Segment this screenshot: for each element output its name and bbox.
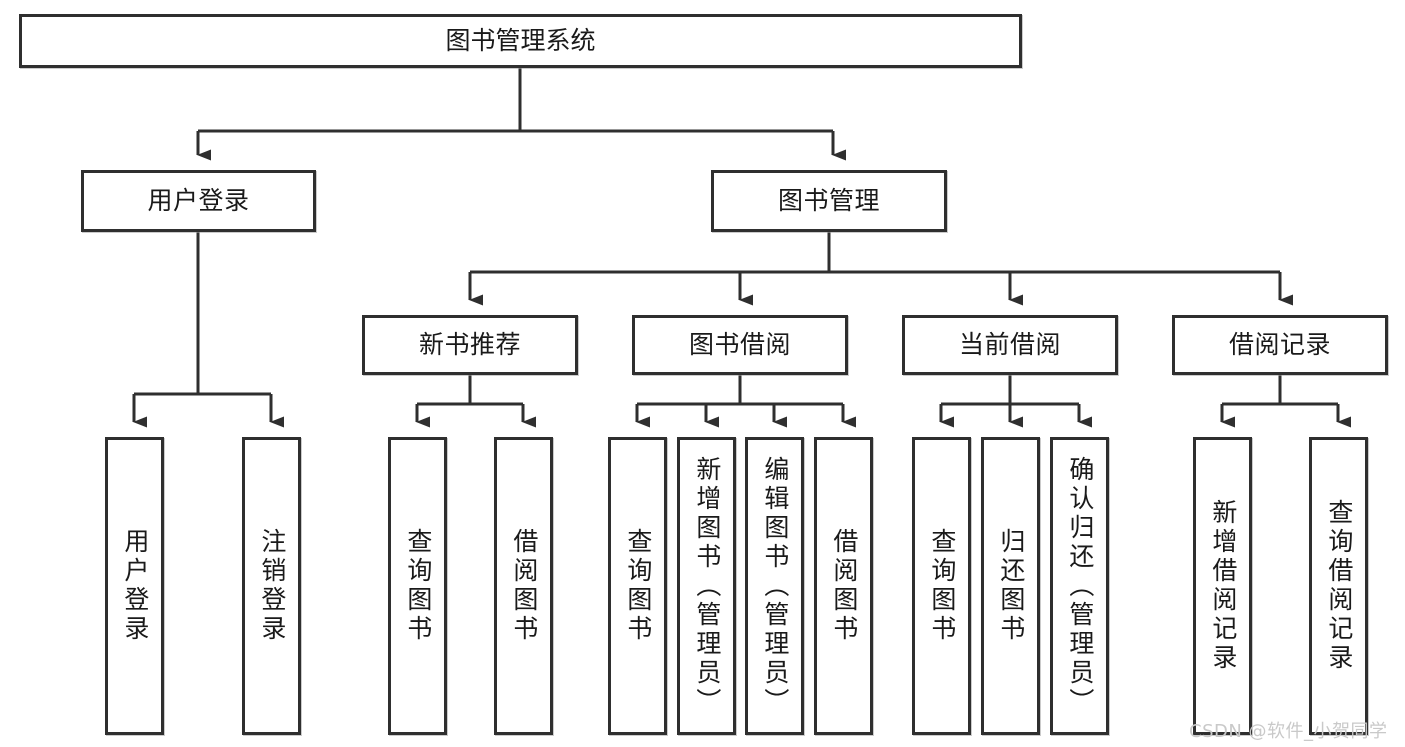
node-label: 编辑图书（管理员）	[760, 455, 790, 717]
leaf-logout[interactable]: 注销登录	[242, 437, 301, 735]
node-root-book-management-system[interactable]: 图书管理系统	[19, 14, 1022, 68]
node-user-login[interactable]: 用户登录	[81, 170, 316, 232]
node-label: 用户登录	[147, 186, 250, 216]
node-borrow-record[interactable]: 借阅记录	[1172, 315, 1388, 375]
leaf-add-book-admin[interactable]: 新增图书（管理员）	[677, 437, 736, 735]
leaf-borrow-book[interactable]: 借阅图书	[814, 437, 873, 735]
node-label: 查询图书	[403, 528, 433, 644]
leaf-query-borrow-record[interactable]: 查询借阅记录	[1309, 437, 1368, 735]
node-label: 借阅图书	[829, 528, 859, 644]
node-label: 图书借阅	[688, 330, 791, 360]
node-label: 新书推荐	[418, 330, 521, 360]
leaf-user-login[interactable]: 用户登录	[105, 437, 164, 735]
leaf-query-book-borrow[interactable]: 查询图书	[608, 437, 667, 735]
node-label: 新增借阅记录	[1208, 499, 1238, 673]
node-label: 新增图书（管理员）	[692, 455, 722, 717]
node-label: 注销登录	[257, 528, 287, 644]
node-label: 归还图书	[996, 528, 1026, 644]
node-label: 确认归还（管理员）	[1065, 455, 1095, 717]
leaf-borrow-book-recommend[interactable]: 借阅图书	[494, 437, 553, 735]
node-label: 借阅记录	[1228, 330, 1331, 360]
node-new-book-recommend[interactable]: 新书推荐	[362, 315, 578, 375]
node-label: 图书管理系统	[445, 26, 596, 56]
leaf-edit-book-admin[interactable]: 编辑图书（管理员）	[745, 437, 804, 735]
node-label: 当前借阅	[958, 330, 1061, 360]
node-book-borrow[interactable]: 图书借阅	[632, 315, 848, 375]
node-label: 查询图书	[623, 528, 653, 644]
node-label: 借阅图书	[509, 528, 539, 644]
node-label: 用户登录	[120, 528, 150, 644]
leaf-add-borrow-record[interactable]: 新增借阅记录	[1193, 437, 1252, 735]
leaf-return-book[interactable]: 归还图书	[981, 437, 1040, 735]
leaf-query-book-recommend[interactable]: 查询图书	[388, 437, 447, 735]
node-book-management[interactable]: 图书管理	[711, 170, 947, 232]
node-label: 查询借阅记录	[1324, 499, 1354, 673]
node-label: 查询图书	[927, 528, 957, 644]
leaf-confirm-return-admin[interactable]: 确认归还（管理员）	[1050, 437, 1109, 735]
leaf-query-book-current[interactable]: 查询图书	[912, 437, 971, 735]
node-label: 图书管理	[777, 186, 880, 216]
node-current-borrow[interactable]: 当前借阅	[902, 315, 1118, 375]
